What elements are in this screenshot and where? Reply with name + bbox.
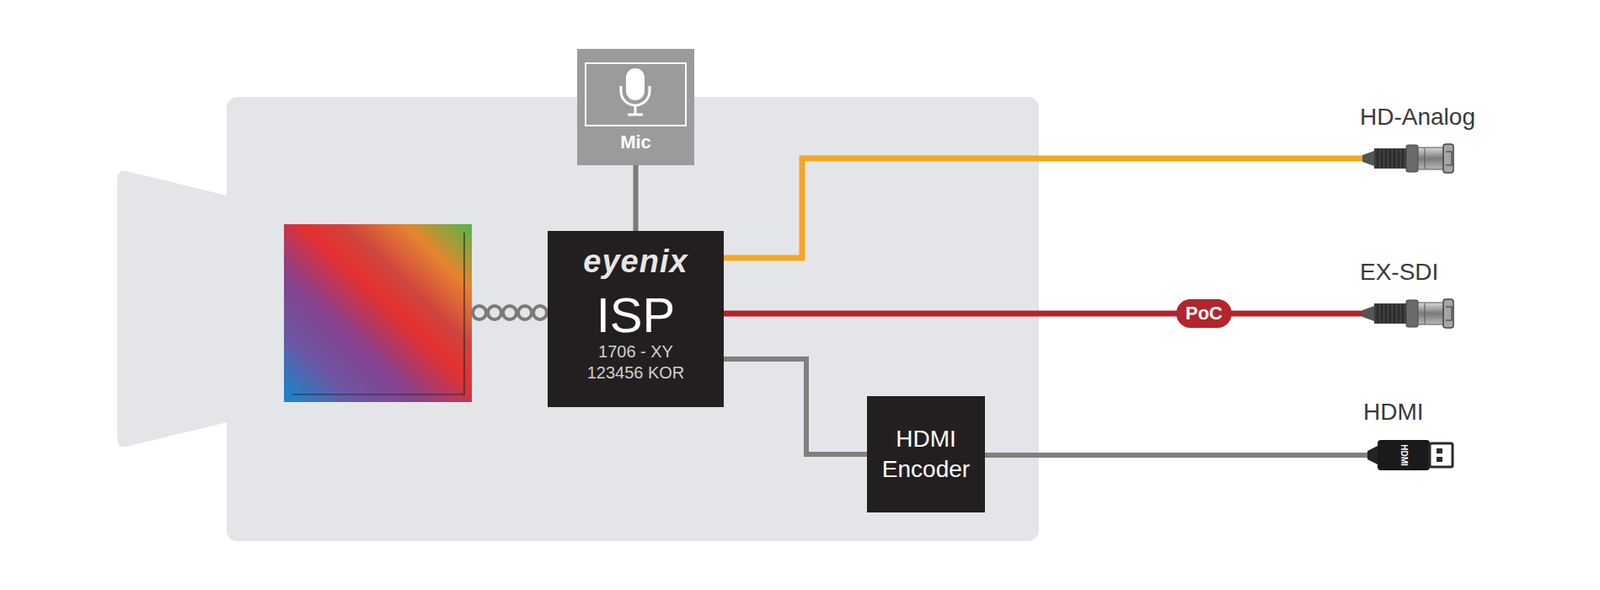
chip-marking: 1706 - XY 123456 KOR: [577, 341, 696, 384]
hdmi-encoder-box: HDMI Encoder: [866, 395, 985, 513]
sensor-link-chain: [472, 305, 547, 320]
chip-name: ISP: [551, 288, 721, 343]
camera-lens-cone: [117, 171, 227, 448]
plug-logo: HDMI: [1399, 444, 1408, 466]
signal-wire: [723, 158, 1363, 258]
poc-badge: PoC: [1176, 299, 1232, 328]
output-label: HD-Analog: [1359, 104, 1476, 131]
signal-wire: [984, 452, 1368, 458]
chain-link: [503, 305, 517, 320]
brand-logo: eyenix: [551, 244, 721, 280]
mic-label: Mic: [580, 132, 691, 153]
bnc-plug: [1362, 141, 1455, 176]
output-label: HDMI: [1363, 399, 1424, 426]
hdmi-connector: HDMI: [1367, 436, 1455, 474]
output-label: EX-SDI: [1359, 259, 1439, 286]
signal-wire: [633, 165, 639, 231]
bnc-connector: EX-SDI: [1362, 296, 1455, 331]
chain-link: [472, 305, 487, 320]
signal-wire: [723, 310, 1363, 317]
encoder-label: HDMI Encoder: [875, 423, 977, 485]
chain-link: [487, 305, 502, 320]
chain-link: [518, 305, 532, 320]
isp-chip: eyenixISP1706 - XY 123456 KOR: [547, 230, 724, 407]
sensor-edge: [292, 232, 465, 395]
signal-wire: [723, 358, 867, 455]
bnc-connector: HD-Analog: [1362, 141, 1455, 176]
mic-box: Mic: [577, 48, 695, 166]
chain-link: [533, 305, 547, 320]
image-sensor: [283, 224, 472, 402]
hdmi-plug: [1367, 436, 1455, 474]
bnc-plug: [1362, 296, 1455, 331]
